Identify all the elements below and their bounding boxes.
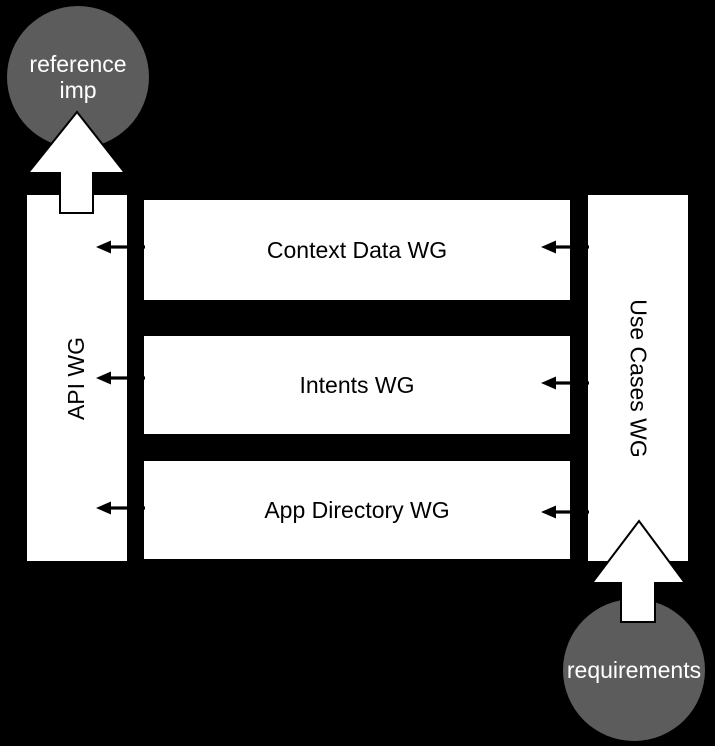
left-arrow-icon bbox=[541, 376, 589, 390]
context-data-wg-box: Context Data WG bbox=[144, 200, 570, 300]
left-arrow-icon bbox=[541, 240, 589, 254]
reference-imp-label: reference imp bbox=[29, 51, 127, 103]
left-arrow-icon bbox=[96, 371, 145, 385]
context-data-wg-label: Context Data WG bbox=[266, 236, 448, 263]
left-arrow-icon bbox=[541, 505, 589, 519]
intents-wg-label: Intents WG bbox=[299, 371, 415, 398]
up-arrow-icon bbox=[26, 110, 127, 214]
use-cases-wg-bar: Use Cases WG bbox=[588, 195, 688, 561]
app-directory-wg-box: App Directory WG bbox=[144, 461, 570, 559]
api-wg-label: API WG bbox=[63, 336, 90, 420]
left-arrow-icon bbox=[96, 240, 145, 254]
intents-wg-box: Intents WG bbox=[144, 336, 570, 434]
requirements-label: requirements bbox=[566, 657, 702, 683]
app-directory-wg-label: App Directory WG bbox=[264, 496, 450, 523]
use-cases-wg-label: Use Cases WG bbox=[625, 298, 652, 458]
up-arrow-icon bbox=[590, 519, 687, 623]
left-arrow-icon bbox=[96, 501, 145, 515]
